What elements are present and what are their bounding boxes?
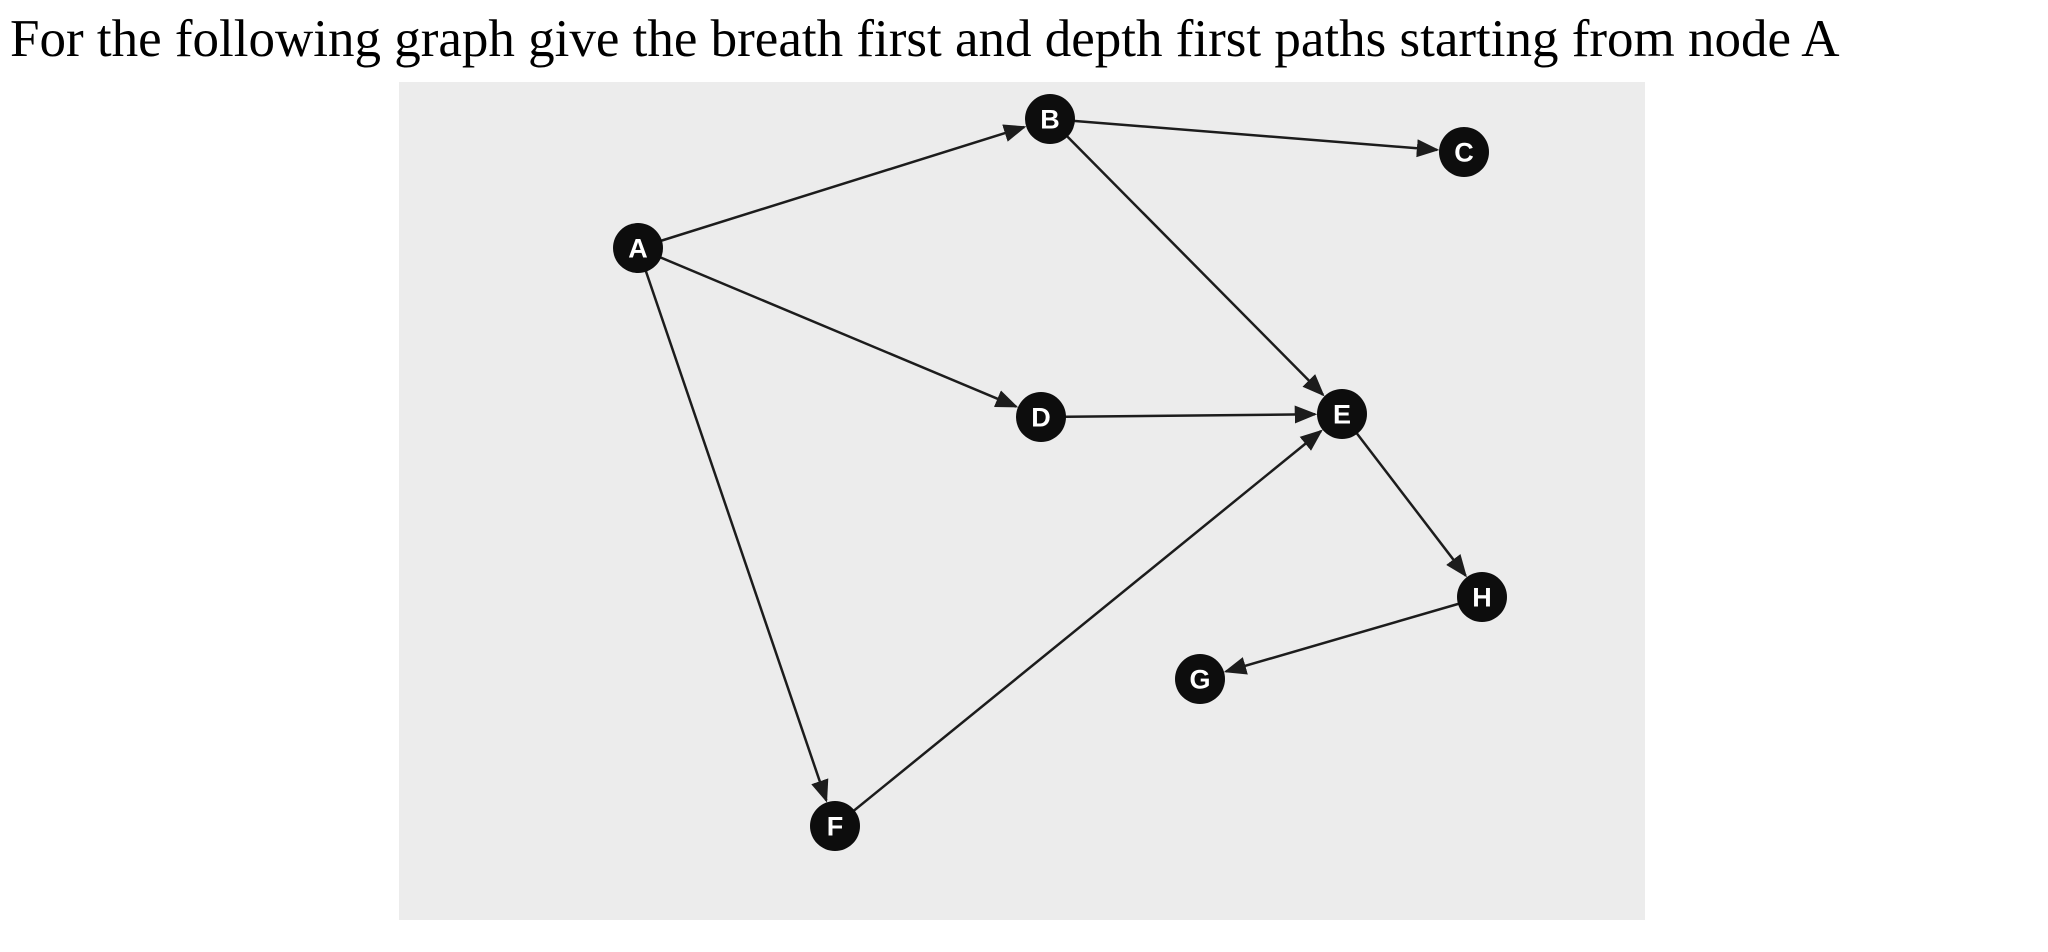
graph-canvas: A B C D E F G H: [399, 82, 1645, 920]
graph-node-E-circle: [1317, 389, 1367, 439]
graph-edge-H-G: [1223, 595, 1483, 675]
graph-node-A-label: A: [628, 234, 648, 264]
graph-node-C-label: C: [1454, 138, 1474, 168]
graph-background: [399, 82, 1645, 920]
graph-node-C: C: [1439, 127, 1489, 177]
graph-node-G-label: G: [1189, 665, 1210, 695]
graph-edge-A-B: [637, 124, 1027, 250]
graph-node-H-circle: [1457, 572, 1507, 622]
graph-node-C-circle: [1439, 127, 1489, 177]
graph-node-H: H: [1457, 572, 1507, 622]
graph-node-F-label: F: [827, 812, 844, 842]
graph-edge-D-E: [1040, 405, 1318, 424]
graph-node-E: E: [1317, 389, 1367, 439]
graph-node-B-circle: [1025, 94, 1075, 144]
graph-node-G-circle: [1175, 654, 1225, 704]
graph-edge-A-D: [637, 246, 1019, 408]
graph-edge-E-H: [1341, 413, 1467, 578]
graph-edge-B-C: [1049, 117, 1440, 158]
graph-node-F-circle: [810, 801, 860, 851]
graph-node-A: A: [613, 223, 663, 273]
graph-node-H-label: H: [1472, 583, 1492, 613]
graph-node-F: F: [810, 801, 860, 851]
graph-node-D-circle: [1016, 392, 1066, 442]
graph-node-D: D: [1016, 392, 1066, 442]
question-title: For the following graph give the breath …: [10, 10, 1840, 68]
graph-edge-F-E: [834, 429, 1323, 827]
graph-node-E-label: E: [1333, 400, 1351, 430]
graph-node-B-label: B: [1040, 105, 1060, 135]
graph-node-G: G: [1175, 654, 1225, 704]
graph-panel: A B C D E F G H: [399, 82, 1645, 920]
graph-node-A-circle: [613, 223, 663, 273]
graph-node-B: B: [1025, 94, 1075, 144]
graph-edge-A-F: [636, 247, 829, 803]
graph-node-D-label: D: [1031, 403, 1051, 433]
graph-edge-B-E: [1049, 118, 1325, 397]
